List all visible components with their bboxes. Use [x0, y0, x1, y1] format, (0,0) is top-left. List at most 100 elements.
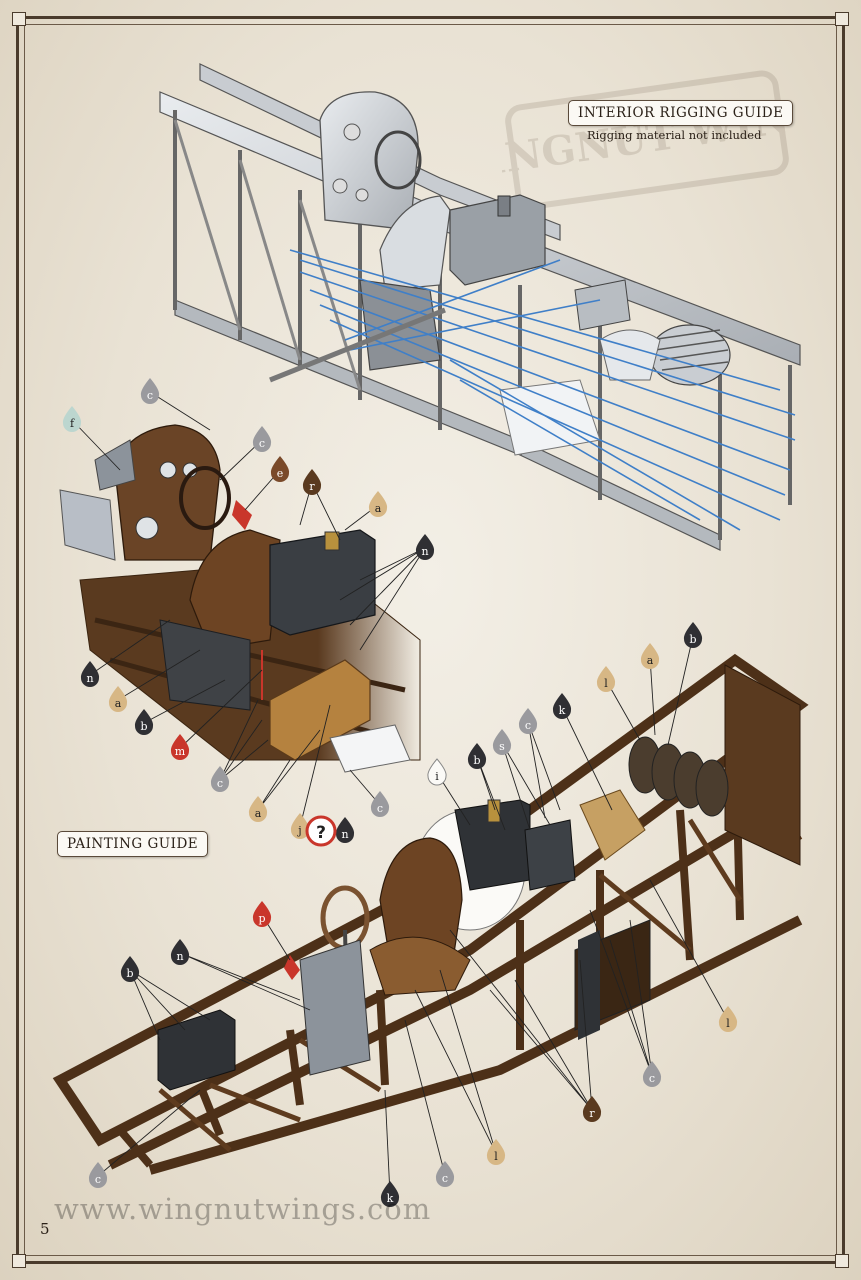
callout-a: a	[640, 643, 660, 669]
callout-letter: c	[442, 1172, 448, 1185]
callout-drop-shape	[170, 734, 190, 760]
callout-letter: c	[259, 437, 265, 450]
callout-s: s	[492, 729, 512, 755]
callout-drop-shape	[683, 622, 703, 648]
callout-letter: k	[559, 704, 566, 717]
footer-url: www.wingnutwings.com	[54, 1192, 432, 1226]
rigging-guide-title: INTERIOR RIGGING GUIDE	[568, 100, 794, 126]
callout-b: b	[467, 743, 487, 769]
callout-c: c	[518, 708, 538, 734]
callout-drop-shape	[415, 534, 435, 560]
callout-n: n	[415, 534, 435, 560]
callout-letter: j	[296, 824, 301, 837]
callout-letter: c	[217, 777, 223, 790]
callout-l: l	[596, 666, 616, 692]
callout-l: l	[486, 1139, 506, 1165]
callout-c: c	[140, 378, 160, 405]
callout-drop-shape	[335, 817, 355, 843]
callout-letter: n	[86, 672, 93, 685]
callout-drop-shape	[427, 758, 447, 786]
border-corner-ornament	[12, 12, 26, 26]
callout-k: k	[552, 693, 572, 719]
callout-c: c	[370, 791, 390, 817]
callout-b: b	[120, 956, 140, 982]
page-border-outer	[16, 16, 845, 1264]
callout-drop-shape	[290, 813, 310, 839]
callout-drop-shape	[80, 661, 100, 687]
fuselage-painted	[52, 653, 809, 1175]
callout-drop-shape	[252, 426, 272, 452]
callout-letter: m	[175, 745, 186, 758]
callout-letter: a	[115, 697, 122, 710]
callout-letter: b	[473, 754, 480, 767]
callout-k: k	[380, 1181, 400, 1207]
callout-a: a	[368, 491, 388, 517]
callout-letter: r	[589, 1107, 595, 1120]
page-border-inner	[24, 24, 837, 1256]
callout-letter: n	[176, 950, 183, 963]
callout-letter: c	[649, 1072, 655, 1085]
radiator-drums	[628, 736, 729, 817]
callout-letter: c	[525, 719, 531, 732]
border-corner-ornament	[835, 12, 849, 26]
callout-drop-shape	[552, 693, 572, 719]
callout-e: e	[270, 456, 290, 482]
rigging-wires	[289, 249, 796, 531]
callout-drop-shape	[368, 491, 388, 517]
callout-drop-shape	[270, 456, 290, 482]
callout-drop-shape	[210, 766, 230, 792]
callout-a: a	[248, 796, 268, 822]
callout-drop-shape	[370, 791, 390, 817]
callout-i: i	[427, 758, 447, 786]
callout-drop-shape	[302, 469, 322, 495]
callout-letter: n	[421, 545, 428, 558]
callout-l: l	[718, 1006, 738, 1032]
callout-letter: s	[499, 740, 505, 753]
callout-drop-shape	[435, 1161, 455, 1187]
callout-letter: c	[147, 389, 153, 402]
callout-drop-shape	[88, 1162, 108, 1188]
callout-letter: l	[604, 677, 608, 690]
callout-letter: c	[95, 1173, 101, 1186]
callout-letter: b	[126, 967, 133, 980]
rigging-guide-note: Rigging material not included	[587, 128, 762, 142]
callout-letter: r	[309, 480, 315, 493]
callout-n: n	[335, 817, 355, 843]
callout-b: b	[683, 622, 703, 648]
callout-drop-shape	[492, 729, 512, 755]
callout-c: c	[252, 426, 272, 452]
callout-letter: c	[377, 802, 383, 815]
border-corner-ornament	[12, 1254, 26, 1268]
callout-letter: b	[689, 633, 696, 646]
callout-c: c	[210, 766, 230, 792]
callout-drop-shape	[582, 1096, 602, 1122]
callout-r: r	[582, 1096, 602, 1122]
callout-drop-shape	[718, 1006, 738, 1032]
callout-drop-shape	[134, 709, 154, 735]
callout-letter: n	[341, 828, 348, 841]
callout-n: n	[170, 939, 190, 965]
callout-drop-shape	[252, 901, 272, 927]
callout-m: m	[170, 734, 190, 760]
page-number: 5	[40, 1220, 50, 1238]
callout-letter: a	[255, 807, 262, 820]
callout-drop-shape	[170, 939, 190, 965]
callout-drop-shape	[120, 956, 140, 982]
callout-letter: i	[435, 770, 439, 783]
callout-letter: k	[387, 1192, 394, 1205]
callout-letter: f	[70, 417, 75, 430]
callout-drop-shape	[248, 796, 268, 822]
callout-letter: p	[258, 912, 265, 925]
callout-drop-shape	[380, 1181, 400, 1207]
callout-c: c	[642, 1061, 662, 1087]
callout-letter: a	[375, 502, 382, 515]
svg-text:?: ?	[316, 823, 326, 843]
callout-a: a	[108, 686, 128, 712]
callout-drop-shape	[640, 643, 660, 669]
callout-letter: a	[647, 654, 654, 667]
callout-drop-shape	[596, 666, 616, 692]
border-corner-ornament	[835, 1254, 849, 1268]
